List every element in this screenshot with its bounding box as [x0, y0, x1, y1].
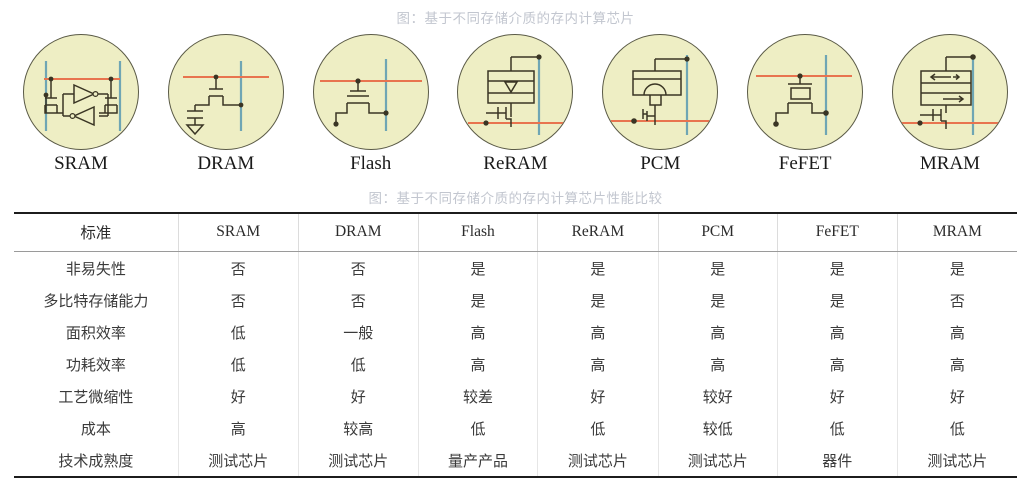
table-cell-value: 低	[537, 412, 659, 444]
table-cell-criterion: 多比特存储能力	[43, 292, 149, 310]
table-cell-value: 测试芯片	[657, 444, 778, 478]
table-cell-value: 高	[776, 348, 898, 380]
flash-cell-icon	[312, 34, 429, 150]
table-row: 成本高较高低低较低低低	[14, 412, 1017, 444]
table-cell-value: 否	[297, 284, 419, 316]
memory-comparison-table: 标准 SRAM DRAM Flash ReRAM PCM FeFET MRAM …	[14, 212, 1017, 478]
table-cell-value: 高	[896, 316, 1017, 348]
table-cell-value: 好	[177, 380, 299, 412]
memory-cell-flash: Flash	[304, 34, 438, 175]
table-cell-value: 高	[417, 316, 538, 348]
table-cell-value: 器件	[776, 444, 898, 478]
table-cell-value: 低	[177, 348, 299, 380]
table-cell-value: 高	[537, 316, 659, 348]
figure-caption-top: 图：基于不同存储介质的存内计算芯片	[396, 11, 635, 26]
table-cell-value: 是	[537, 251, 659, 284]
table-cell-value: 好	[776, 380, 898, 412]
table-cell-value: 高	[417, 348, 538, 380]
table-cell-value: 较高	[297, 412, 419, 444]
table-cell-value: 是	[657, 284, 778, 316]
table-cell-value: 是	[537, 284, 659, 316]
table-row: 非易失性否否是是是是是	[14, 251, 1017, 284]
table-cell-value: 是	[417, 251, 538, 284]
table-header-flash: Flash	[417, 212, 538, 252]
table-cell-value: 高	[776, 316, 898, 348]
table-cell-value: 是	[417, 284, 538, 316]
memory-cell-label: MRAM	[919, 153, 981, 174]
table-cell-value: 低	[417, 412, 538, 444]
table-header-pcm: PCM	[657, 212, 778, 252]
table-cell-value: 高	[657, 348, 778, 380]
table-cell-criterion: 工艺微缩性	[58, 388, 134, 406]
table-cell-criterion: 功耗效率	[65, 356, 126, 374]
table-cell-value: 较好	[657, 380, 778, 412]
table-header-fefet: FeFET	[776, 212, 898, 252]
mram-cell-icon	[891, 34, 1008, 150]
table-cell-value: 是	[896, 251, 1017, 284]
memory-cell-label: Flash	[350, 153, 392, 174]
table-row: 面积效率低一般高高高高高	[14, 316, 1017, 348]
memory-cell-reram: ReRAM	[448, 34, 582, 175]
table-cell-value: 测试芯片	[177, 444, 299, 478]
memory-cell-label: DRAM	[197, 153, 255, 174]
table-row: 工艺微缩性好好较差好较好好好	[14, 380, 1017, 412]
table-cell-value: 测试芯片	[537, 444, 659, 478]
table-cell-value: 好	[297, 380, 419, 412]
memory-cell-fefet: FeFET	[738, 34, 872, 175]
table-cell-value: 否	[177, 284, 299, 316]
reram-cell-icon	[457, 34, 574, 150]
memory-cell-sram: SRAM	[14, 34, 148, 175]
table-cell-value: 是	[776, 251, 898, 284]
table-cell-value: 高	[657, 316, 778, 348]
table-cell-value: 较差	[417, 380, 538, 412]
table-cell-value: 高	[177, 412, 299, 444]
table-cell-value: 否	[297, 251, 419, 284]
table-row: 功耗效率低低高高高高高	[14, 348, 1017, 380]
memory-cell-pcm: PCM	[593, 34, 727, 175]
pcm-cell-icon	[602, 34, 719, 150]
table-header-criterion: 标准	[14, 212, 179, 252]
table-cell-value: 否	[896, 284, 1017, 316]
sram-cell-icon	[23, 34, 139, 150]
table-cell-value: 是	[657, 251, 778, 284]
table-cell-criterion: 成本	[80, 420, 111, 438]
table-cell-value: 一般	[297, 316, 419, 348]
table-caption: 图：基于不同存储介质的存内计算芯片性能比较	[368, 191, 663, 206]
table-row: 技术成熟度测试芯片测试芯片量产产品测试芯片测试芯片器件测试芯片	[14, 444, 1017, 478]
memory-cell-label: FeFET	[778, 153, 832, 174]
table-body: 非易失性否否是是是是是多比特存储能力否否是是是是否面积效率低一般高高高高高功耗效…	[14, 251, 1017, 478]
table-cell-value: 低	[297, 348, 419, 380]
memory-cell-mram: MRAM	[883, 34, 1017, 175]
table-cell-value: 测试芯片	[896, 444, 1017, 478]
table-header-row: 标准 SRAM DRAM Flash ReRAM PCM FeFET MRAM	[14, 212, 1017, 252]
table-cell-value: 量产产品	[417, 444, 538, 478]
table-header-sram: SRAM	[177, 212, 299, 252]
table-cell-value: 好	[896, 380, 1017, 412]
table-header-dram: DRAM	[297, 212, 419, 252]
table-cell-value: 高	[896, 348, 1017, 380]
table-cell-value: 是	[776, 284, 898, 316]
table-cell-value: 较低	[657, 412, 778, 444]
memory-cell-figure-row: SRAM	[14, 34, 1017, 184]
table-cell-value: 否	[177, 251, 299, 284]
memory-cell-dram: DRAM	[159, 34, 293, 175]
memory-cell-label: SRAM	[54, 153, 108, 174]
table-header-reram: ReRAM	[537, 212, 659, 252]
table-cell-criterion: 非易失性	[65, 260, 126, 278]
dram-cell-icon	[167, 34, 284, 150]
table-cell-value: 好	[537, 380, 659, 412]
table-header-mram: MRAM	[896, 212, 1017, 252]
table-cell-value: 低	[177, 316, 299, 348]
memory-cell-label: PCM	[640, 153, 681, 174]
memory-cell-label: ReRAM	[483, 153, 548, 174]
fefet-cell-icon	[747, 34, 864, 150]
table-row: 多比特存储能力否否是是是是否	[14, 284, 1017, 316]
table-header: 标准 SRAM DRAM Flash ReRAM PCM FeFET MRAM	[14, 212, 1017, 252]
table-cell-criterion: 面积效率	[65, 324, 126, 342]
table-cell-value: 低	[776, 412, 898, 444]
table-cell-value: 高	[537, 348, 659, 380]
table-cell-criterion: 技术成熟度	[14, 444, 179, 478]
table-cell-value: 测试芯片	[297, 444, 419, 478]
table-cell-value: 低	[896, 412, 1017, 444]
